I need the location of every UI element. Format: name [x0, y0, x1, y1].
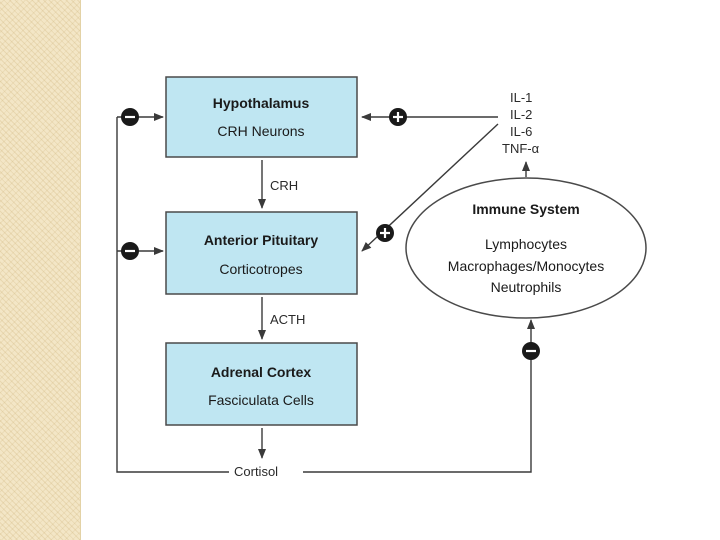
- anterior-pituitary-box: Anterior Pituitary Corticotropes: [165, 211, 358, 295]
- minus-sign-icon: [121, 242, 139, 260]
- cytokine-il6: IL-6: [510, 124, 532, 139]
- cortisol-left-feedback-line: [116, 117, 229, 473]
- adrenal-cortex-box: Adrenal Cortex Fasciculata Cells: [165, 342, 358, 426]
- pituitary-title: Anterior Pituitary: [204, 232, 319, 248]
- hypothalamus-box: Hypothalamus CRH Neurons: [165, 76, 358, 158]
- decorative-side-strip: [0, 0, 81, 540]
- crh-label: CRH: [270, 178, 298, 193]
- plus-sign-icon: [389, 108, 407, 126]
- acth-label: ACTH: [270, 312, 305, 327]
- immune-title: Immune System: [472, 201, 579, 217]
- immune-cell-neutrophils: Neutrophils: [491, 279, 562, 295]
- minus-sign-icon: [121, 108, 139, 126]
- immune-cell-macrophages: Macrophages/Monocytes: [448, 258, 604, 274]
- immune-cell-lymphocytes: Lymphocytes: [485, 236, 567, 252]
- cytokine-il1: IL-1: [510, 90, 532, 105]
- minus-sign-icon: [522, 342, 540, 360]
- hypothalamus-subtitle: CRH Neurons: [217, 123, 304, 139]
- cytokine-il2: IL-2: [510, 107, 532, 122]
- pituitary-subtitle: Corticotropes: [219, 261, 302, 277]
- cortisol-to-immune-line: [303, 319, 535, 473]
- cortisol-label: Cortisol: [234, 464, 278, 479]
- adrenal-subtitle: Fasciculata Cells: [208, 392, 314, 408]
- immune-system-ellipse: Immune System Lymphocytes Macrophages/Mo…: [405, 177, 647, 319]
- cytokine-tnf: TNF-α: [502, 141, 540, 156]
- hypothalamus-title: Hypothalamus: [213, 95, 310, 111]
- plus-sign-icon: [376, 224, 394, 242]
- adrenal-title: Adrenal Cortex: [211, 364, 312, 380]
